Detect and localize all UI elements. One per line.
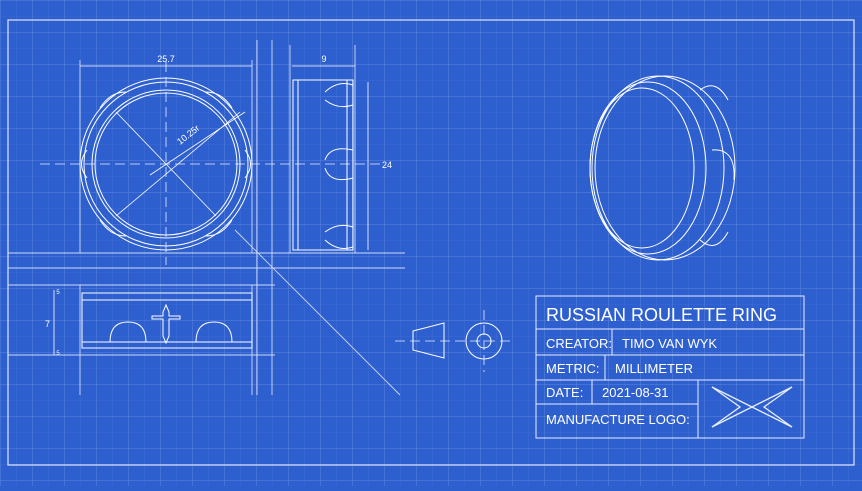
creator-label: CREATOR: — [546, 336, 612, 351]
metric-value: MILLIMETER — [615, 361, 693, 376]
metric-label: METRIC: — [546, 361, 599, 376]
dim-top-width: 25.7 — [157, 54, 175, 64]
date-value: 2021-08-31 — [602, 385, 669, 400]
centerlines — [40, 62, 515, 372]
dim-front-small-bottom: 5 — [56, 351, 60, 357]
title-block — [535, 295, 805, 439]
outer-frame — [7, 19, 855, 466]
dim-front-height: 7 — [45, 319, 50, 329]
dim-side-height: 24 — [382, 160, 392, 170]
dim-side-width: 9 — [321, 54, 326, 64]
title-text: RUSSIAN ROULETTE RING — [546, 305, 777, 325]
creator-value: TIMO VAN WYK — [622, 336, 717, 351]
dim-front-small-top: 5 — [56, 290, 60, 296]
cone-and-washer — [412, 322, 503, 360]
manufacturer-logo — [711, 386, 793, 428]
side-view-ring — [292, 79, 354, 251]
dimension-lines — [53, 65, 369, 355]
date-label: DATE: — [546, 385, 583, 400]
logo-label: MANUFACTURE LOGO: — [546, 412, 690, 427]
front-view-ring — [81, 292, 253, 349]
perspective-ring — [589, 75, 736, 261]
